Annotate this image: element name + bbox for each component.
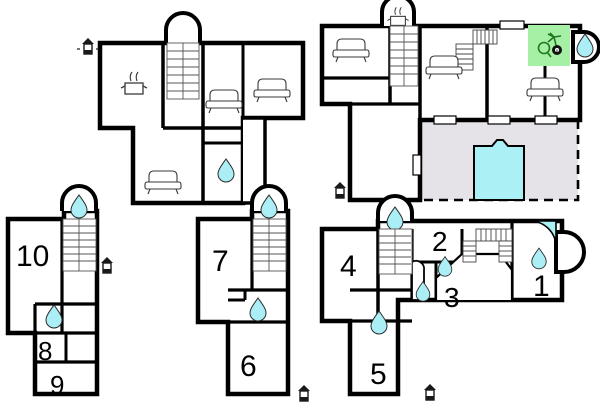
living-area-outline [434,252,514,300]
terrace-boundary-dashed [420,120,580,202]
house-exit-icon [333,181,347,199]
room-number: 4 [340,250,357,283]
room-number: 9 [50,370,65,400]
house-exit-icon [77,37,99,55]
room-number: 10 [16,240,50,273]
staircase-upper [166,42,200,100]
staircase-block-right [378,228,413,275]
window [487,115,511,125]
room-number: 7 [212,245,229,278]
room-number: 6 [240,350,257,383]
swimming-pool [473,139,525,201]
room-number: 1 [533,270,550,303]
room-number: 3 [444,282,460,313]
door [412,154,422,176]
staircase-ground-secondary [455,29,498,71]
room-number: 2 [432,226,448,257]
house-exit-icon [423,383,437,401]
room-number: 8 [38,336,53,366]
room-number: 5 [370,358,387,391]
house-exit-icon [100,256,114,274]
corner-alcove [554,230,586,274]
upper-floor-plan [77,11,306,206]
staircase-block-middle [252,218,287,272]
window [534,115,558,125]
staircase-ground [389,25,419,87]
bath-tub [529,220,557,248]
window [433,115,457,125]
window [499,20,525,30]
bedroom-block-middle [195,184,311,402]
house-exit-icon [297,384,311,402]
stair-arch [164,11,202,43]
staircase-block-right-secondary [462,228,513,263]
staircase-block-left [62,218,97,272]
ground-floor-plan [319,0,600,203]
bedroom-block-left [5,184,114,397]
bedroom-block-right [319,194,586,401]
